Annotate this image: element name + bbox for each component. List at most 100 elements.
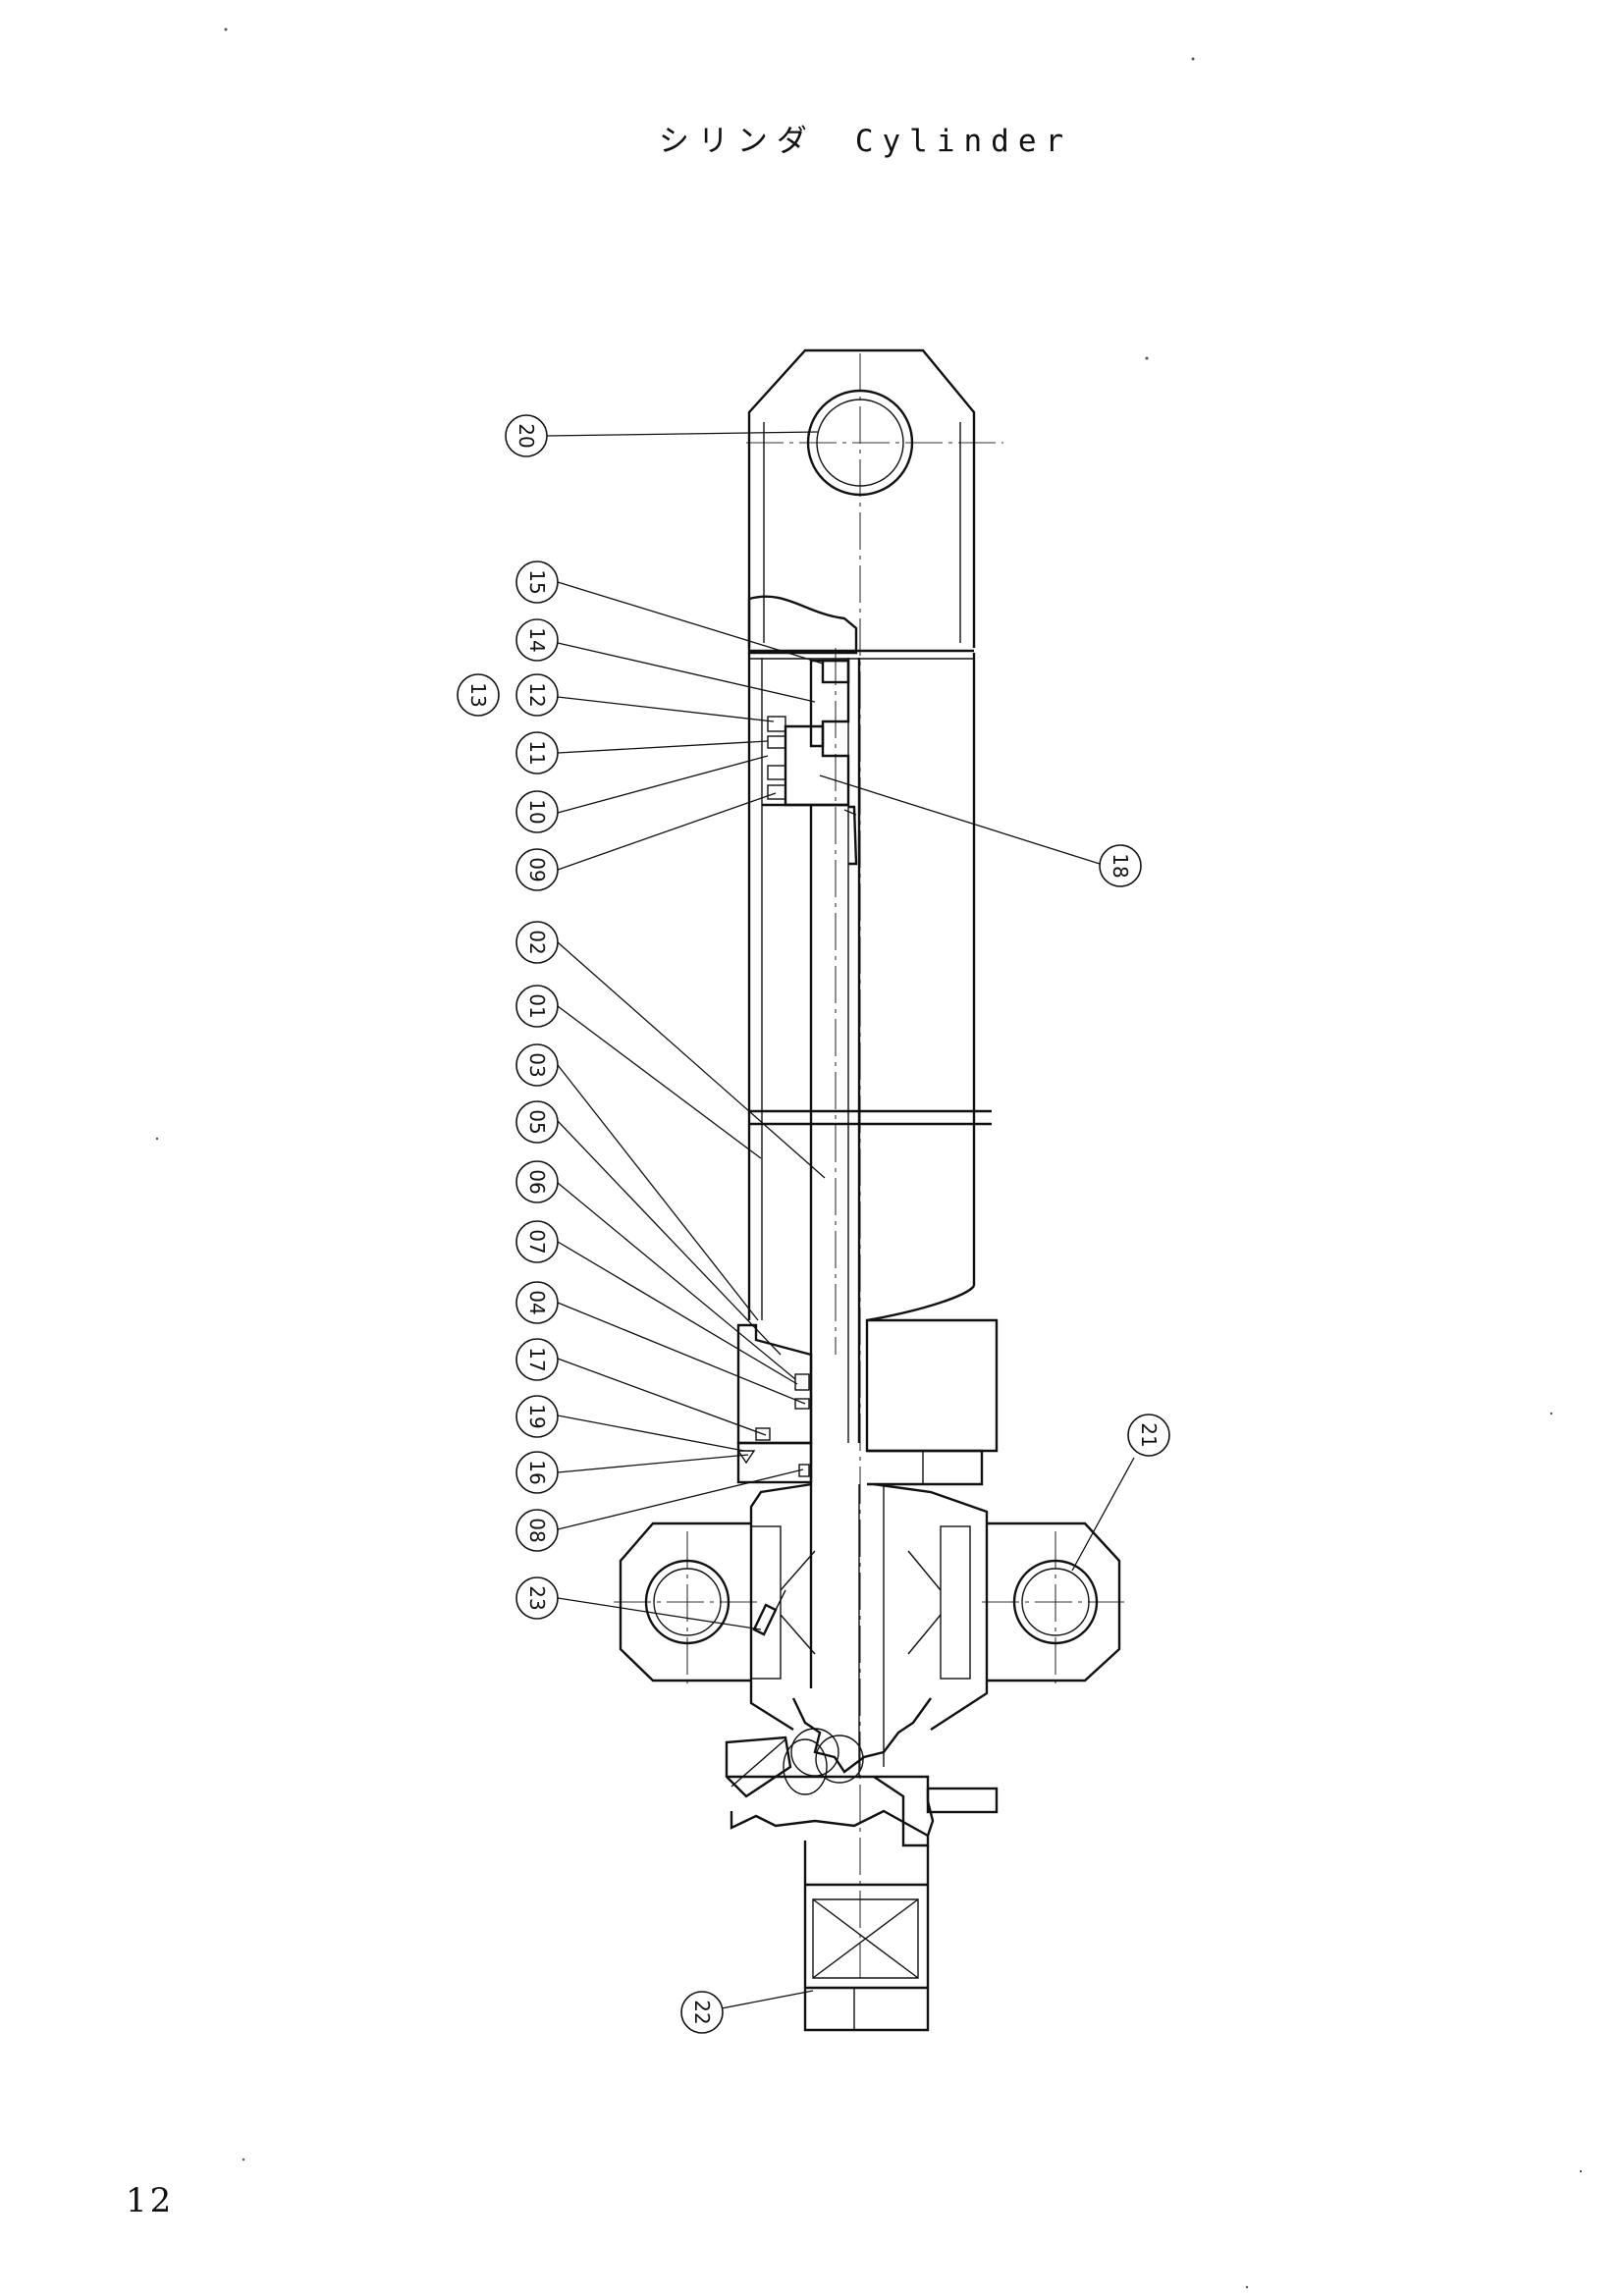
page-number: 12 bbox=[126, 2181, 175, 2220]
callout-23-label: 23 bbox=[525, 1585, 549, 1610]
base-block-outline bbox=[803, 1841, 930, 2032]
leader-12 bbox=[557, 696, 775, 722]
callout-07: 07 bbox=[515, 1220, 559, 1263]
leader-07 bbox=[557, 1241, 798, 1385]
leader-05 bbox=[557, 1120, 782, 1356]
callout-22-label: 22 bbox=[690, 2000, 714, 2024]
valve-spool-c bbox=[783, 1738, 828, 1795]
gland-seal-17 bbox=[755, 1427, 771, 1441]
valve-block-body bbox=[730, 1809, 929, 1838]
callout-23: 23 bbox=[515, 1576, 559, 1620]
callout-03: 03 bbox=[515, 1043, 559, 1087]
callout-19: 19 bbox=[515, 1395, 559, 1438]
leader-02 bbox=[557, 941, 826, 1179]
leader-17 bbox=[557, 1358, 767, 1436]
rod-shoulder bbox=[848, 805, 858, 866]
callout-16: 16 bbox=[515, 1451, 559, 1494]
right-lug-outline bbox=[987, 1522, 1121, 1682]
trunnion-bevel-right bbox=[907, 1550, 942, 1655]
gland-seal-19 bbox=[736, 1450, 756, 1465]
callout-07-label: 07 bbox=[525, 1229, 549, 1254]
callout-06-label: 06 bbox=[525, 1169, 549, 1194]
callout-21: 21 bbox=[1127, 1414, 1170, 1457]
callout-14-label: 14 bbox=[525, 627, 549, 652]
piston-lower bbox=[784, 724, 850, 807]
trunnion-bearing-left bbox=[750, 1525, 782, 1680]
base-block-cross bbox=[812, 1898, 919, 1979]
grease-fitting bbox=[752, 1603, 778, 1636]
trunnion-bevel-left bbox=[780, 1550, 816, 1655]
rod-head-lower bbox=[867, 1449, 984, 1486]
callout-17-label: 17 bbox=[525, 1347, 549, 1371]
callout-12-label: 12 bbox=[525, 682, 549, 707]
trunnion-ring-left bbox=[749, 1482, 813, 1732]
leader-lines bbox=[545, 431, 1135, 2009]
rod-head-taper bbox=[866, 1285, 975, 1322]
left-lug-outline bbox=[619, 1522, 751, 1682]
callout-17: 17 bbox=[515, 1338, 559, 1381]
hose-hatch-1 bbox=[730, 1738, 786, 1788]
right-lug-bore-inner bbox=[1021, 1568, 1090, 1636]
trunnion-bearing-right bbox=[940, 1525, 971, 1680]
leader-16 bbox=[557, 1454, 749, 1473]
seal-ring-11 bbox=[767, 716, 786, 732]
leader-06 bbox=[557, 1182, 796, 1380]
scan-specks bbox=[155, 27, 1583, 2289]
hose-connection bbox=[725, 1735, 792, 1798]
page-title: シリンダ Cylinder bbox=[658, 124, 1073, 159]
callout-08: 08 bbox=[515, 1509, 559, 1552]
rod-head-outline bbox=[865, 1318, 999, 1453]
wear-ring-09 bbox=[767, 784, 786, 800]
seal-ring-12 bbox=[767, 735, 786, 749]
rod-shoulder-hatch bbox=[843, 809, 857, 816]
callout-13-label: 13 bbox=[466, 682, 490, 707]
leader-11 bbox=[557, 740, 769, 754]
left-lug-bore bbox=[644, 1559, 730, 1645]
leader-21 bbox=[1071, 1457, 1135, 1572]
callout-08-label: 08 bbox=[525, 1518, 549, 1542]
gland-outline bbox=[736, 1323, 813, 1445]
valve-spool-b bbox=[815, 1735, 864, 1784]
leader-01 bbox=[557, 1005, 762, 1159]
gland-flange bbox=[736, 1441, 813, 1484]
piston-body bbox=[809, 659, 850, 748]
gland-seal-04 bbox=[794, 1398, 810, 1410]
callout-18-label: 18 bbox=[1109, 853, 1132, 878]
callout-14: 14 bbox=[515, 618, 559, 662]
callout-22: 22 bbox=[680, 1991, 724, 2034]
callout-15-label: 15 bbox=[525, 569, 549, 594]
leader-09 bbox=[557, 792, 777, 871]
callout-13: 13 bbox=[457, 673, 500, 717]
callout-18: 18 bbox=[1099, 844, 1142, 887]
clevis-outline bbox=[747, 348, 976, 648]
section-cut-top bbox=[747, 595, 858, 655]
callout-05: 05 bbox=[515, 1100, 559, 1144]
callout-21-label: 21 bbox=[1137, 1422, 1161, 1447]
leader-14 bbox=[557, 642, 816, 703]
callout-03-label: 03 bbox=[525, 1052, 549, 1077]
callout-09: 09 bbox=[515, 848, 559, 891]
callout-09-label: 09 bbox=[525, 857, 549, 881]
callout-20: 20 bbox=[505, 414, 548, 457]
callout-04: 04 bbox=[515, 1281, 559, 1324]
leader-19 bbox=[557, 1415, 745, 1452]
gear-outline bbox=[791, 1697, 932, 1774]
leader-04 bbox=[557, 1302, 806, 1405]
side-port bbox=[926, 1787, 999, 1814]
callout-10: 10 bbox=[515, 790, 559, 833]
callout-04-label: 04 bbox=[525, 1290, 549, 1314]
tube-break-line bbox=[749, 1109, 992, 1126]
callout-02-label: 02 bbox=[525, 930, 549, 954]
trunnion-ring-right bbox=[873, 1482, 989, 1732]
valve-block-outline bbox=[727, 1775, 935, 1847]
callout-bubbles: 20 15 14 12 13 11 bbox=[457, 414, 1170, 2034]
leader-22 bbox=[721, 1990, 814, 2009]
leader-08 bbox=[557, 1468, 804, 1530]
leader-15 bbox=[557, 581, 824, 665]
right-lug-bore bbox=[1012, 1559, 1099, 1645]
leader-23 bbox=[557, 1597, 762, 1630]
callout-11: 11 bbox=[515, 731, 559, 774]
callout-01-label: 01 bbox=[525, 993, 549, 1018]
